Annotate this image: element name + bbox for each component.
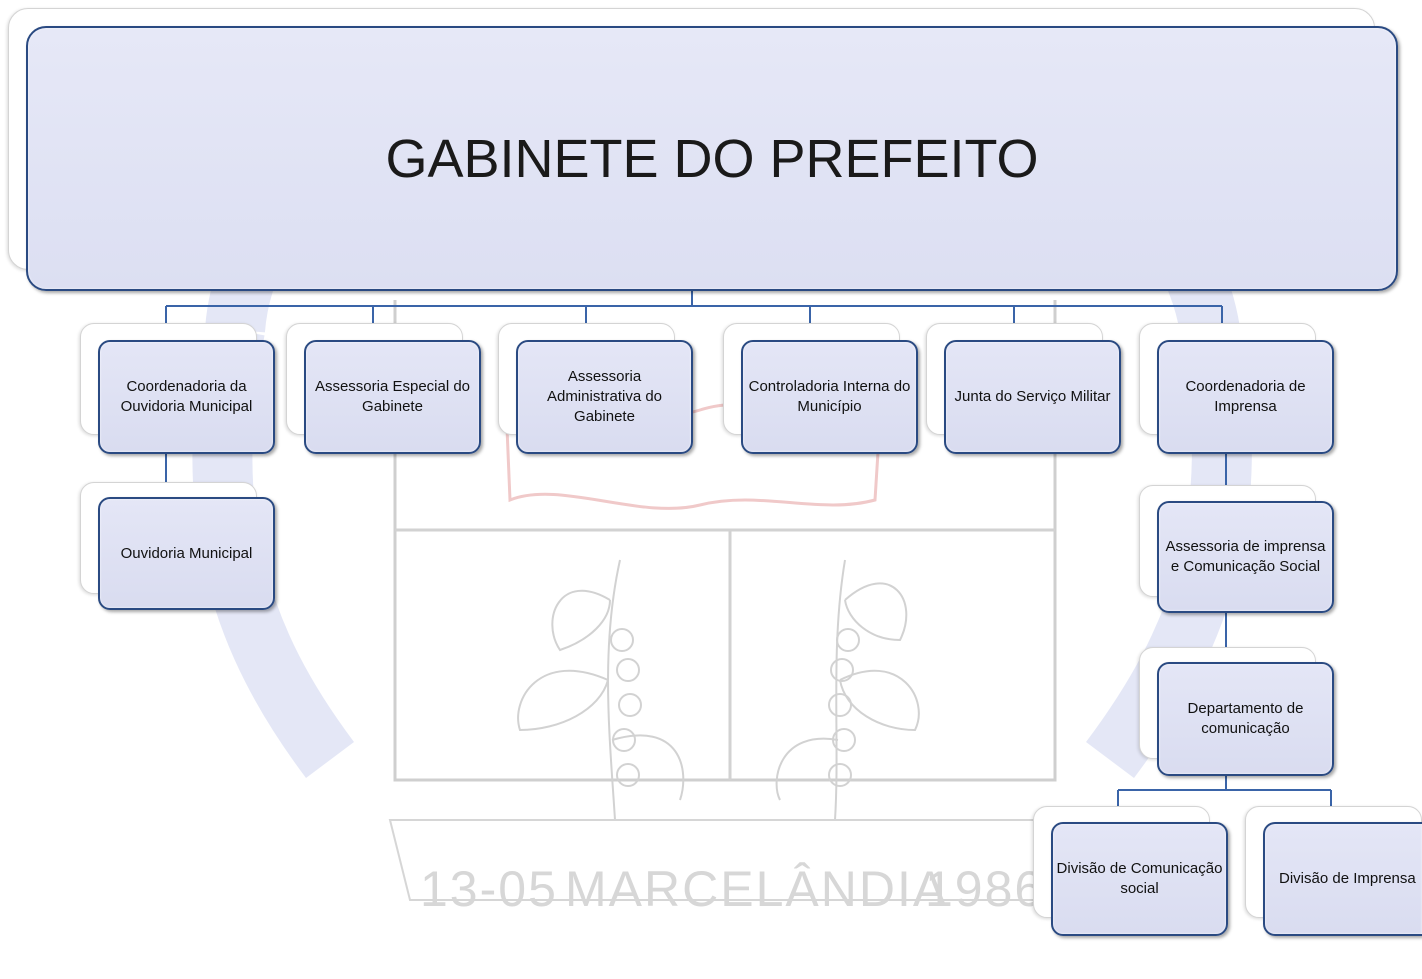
node-departamento-comunicacao[interactable]: Departamento de comunicação bbox=[1157, 662, 1334, 776]
watermark-date: 13-05 bbox=[420, 861, 558, 917]
node-controladoria[interactable]: Controladoria Interna do Município bbox=[741, 340, 918, 454]
root-node-gabinete[interactable]: GABINETE DO PREFEITO bbox=[26, 26, 1398, 291]
node-label: Coordenadoria da Ouvidoria Municipal bbox=[120, 378, 253, 415]
node-label: Assessoria Especial do Gabinete bbox=[314, 378, 471, 415]
node-label: Coordenadoria de Imprensa bbox=[1185, 378, 1306, 415]
node-label: Departamento de comunicação bbox=[1187, 700, 1304, 737]
node-label: Assessoria Administrativa do Gabinete bbox=[546, 368, 663, 425]
node-assessoria-administrativa[interactable]: Assessoria Administrativa do Gabinete bbox=[516, 340, 693, 454]
watermark-year: 1986 bbox=[925, 861, 1045, 917]
node-label: Divisão de Imprensa bbox=[1279, 870, 1416, 887]
node-divisao-comunicacao-social[interactable]: Divisão de Comunicação social bbox=[1051, 822, 1228, 936]
node-coordenadoria-ouvidoria[interactable]: Coordenadoria da Ouvidoria Municipal bbox=[98, 340, 275, 454]
node-label: Controladoria Interna do Município bbox=[748, 378, 911, 415]
root-label: GABINETE DO PREFEITO bbox=[385, 128, 1039, 189]
node-junta-servico-militar[interactable]: Junta do Serviço Militar bbox=[944, 340, 1121, 454]
node-divisao-imprensa[interactable]: Divisão de Imprensa bbox=[1263, 822, 1422, 936]
node-label: Assessoria de imprensa e Comunicação Soc… bbox=[1165, 538, 1326, 575]
node-assessoria-imprensa[interactable]: Assessoria de imprensa e Comunicação Soc… bbox=[1157, 501, 1334, 613]
node-assessoria-especial[interactable]: Assessoria Especial do Gabinete bbox=[304, 340, 481, 454]
node-ouvidoria-municipal[interactable]: Ouvidoria Municipal bbox=[98, 497, 275, 610]
node-coordenadoria-imprensa[interactable]: Coordenadoria de Imprensa bbox=[1157, 340, 1334, 454]
node-label: Junta do Serviço Militar bbox=[954, 388, 1111, 405]
node-label: Divisão de Comunicação social bbox=[1056, 860, 1223, 897]
watermark-city: MARCELÂNDIA bbox=[565, 861, 949, 917]
node-label: Ouvidoria Municipal bbox=[120, 544, 253, 562]
